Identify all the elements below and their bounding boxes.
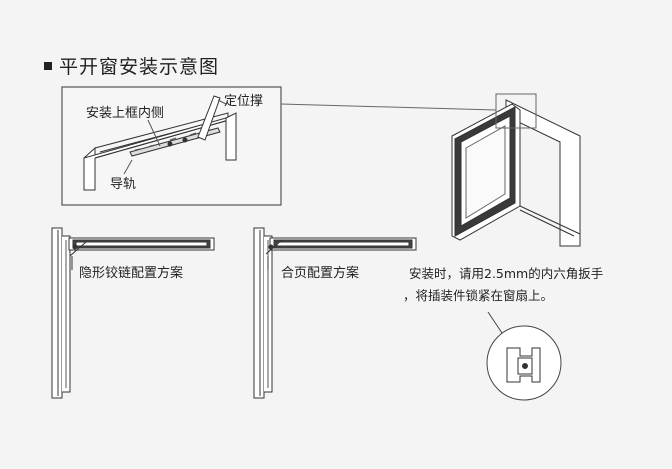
title-bullet-icon	[44, 61, 52, 70]
label-stay: 定位撑	[224, 94, 264, 109]
butt-hinge-diagram	[253, 227, 417, 399]
insert-fitting-detail	[486, 311, 562, 401]
label-inner-side: 安装上框内侧	[86, 106, 165, 121]
hidden-hinge-diagram	[51, 227, 215, 399]
install-note-line2: ，将插装件锁紧在窗扇上。	[403, 288, 554, 303]
detail-box	[61, 86, 282, 206]
window-drawing	[451, 93, 581, 247]
label-butt-hinge-scheme: 合页配置方案	[281, 266, 360, 281]
label-hidden-hinge-scheme: 隐形铰链配置方案	[79, 266, 184, 281]
callout-line	[280, 103, 497, 111]
title-text: 平开窗安装示意图	[59, 56, 220, 78]
page-title: 平开窗安装示意图	[44, 52, 219, 79]
install-note-line1: 安装时，请用2.5mm的内六角扳手	[409, 266, 604, 281]
label-guide-rail: 导轨	[110, 177, 137, 192]
